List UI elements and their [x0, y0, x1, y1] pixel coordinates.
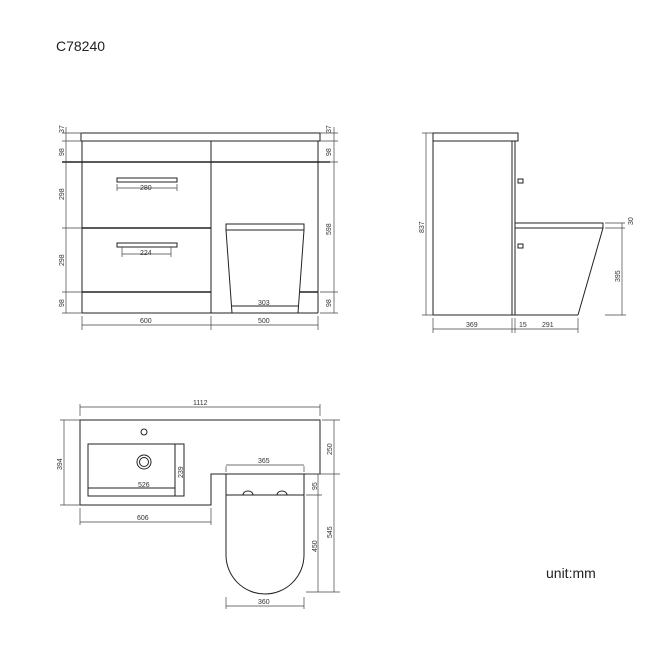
svg-text:365: 365 [258, 458, 270, 465]
toilet-base-dim: 303 [258, 300, 270, 307]
unit-label: unit:mm [546, 565, 596, 581]
product-code: C78240 [56, 38, 106, 54]
svg-text:298: 298 [59, 254, 66, 266]
svg-text:526: 526 [138, 482, 150, 489]
top-view: 526 239 1112 394 606 365 95 450 250 545 … [57, 400, 340, 609]
svg-text:394: 394 [57, 458, 64, 470]
svg-text:37: 37 [59, 125, 66, 133]
svg-text:239: 239 [178, 466, 185, 478]
svg-text:250: 250 [327, 443, 334, 455]
svg-text:545: 545 [327, 526, 334, 538]
svg-text:1112: 1112 [193, 400, 208, 407]
side-view: 837 30 395 369 15 291 [419, 132, 635, 333]
svg-text:369: 369 [466, 322, 478, 329]
svg-text:395: 395 [615, 270, 622, 282]
svg-text:360: 360 [258, 599, 270, 606]
svg-text:291: 291 [542, 322, 554, 329]
handle1-dim: 280 [140, 185, 152, 192]
handle2-dim: 224 [140, 250, 152, 257]
svg-text:98: 98 [59, 148, 66, 156]
front-view: 280 224 303 37 98 298 298 98 37 98 598 9… [59, 125, 338, 330]
svg-text:600: 600 [140, 318, 152, 325]
svg-text:500: 500 [258, 318, 270, 325]
svg-text:15: 15 [519, 322, 527, 329]
svg-text:837: 837 [419, 221, 426, 233]
svg-text:98: 98 [326, 299, 333, 307]
svg-text:37: 37 [326, 125, 333, 133]
svg-text:598: 598 [326, 223, 333, 235]
svg-text:30: 30 [628, 217, 635, 225]
svg-text:98: 98 [59, 299, 66, 307]
svg-text:450: 450 [312, 540, 319, 552]
svg-text:95: 95 [312, 482, 319, 490]
svg-text:98: 98 [326, 148, 333, 156]
svg-text:298: 298 [59, 188, 66, 200]
svg-text:606: 606 [137, 515, 149, 522]
